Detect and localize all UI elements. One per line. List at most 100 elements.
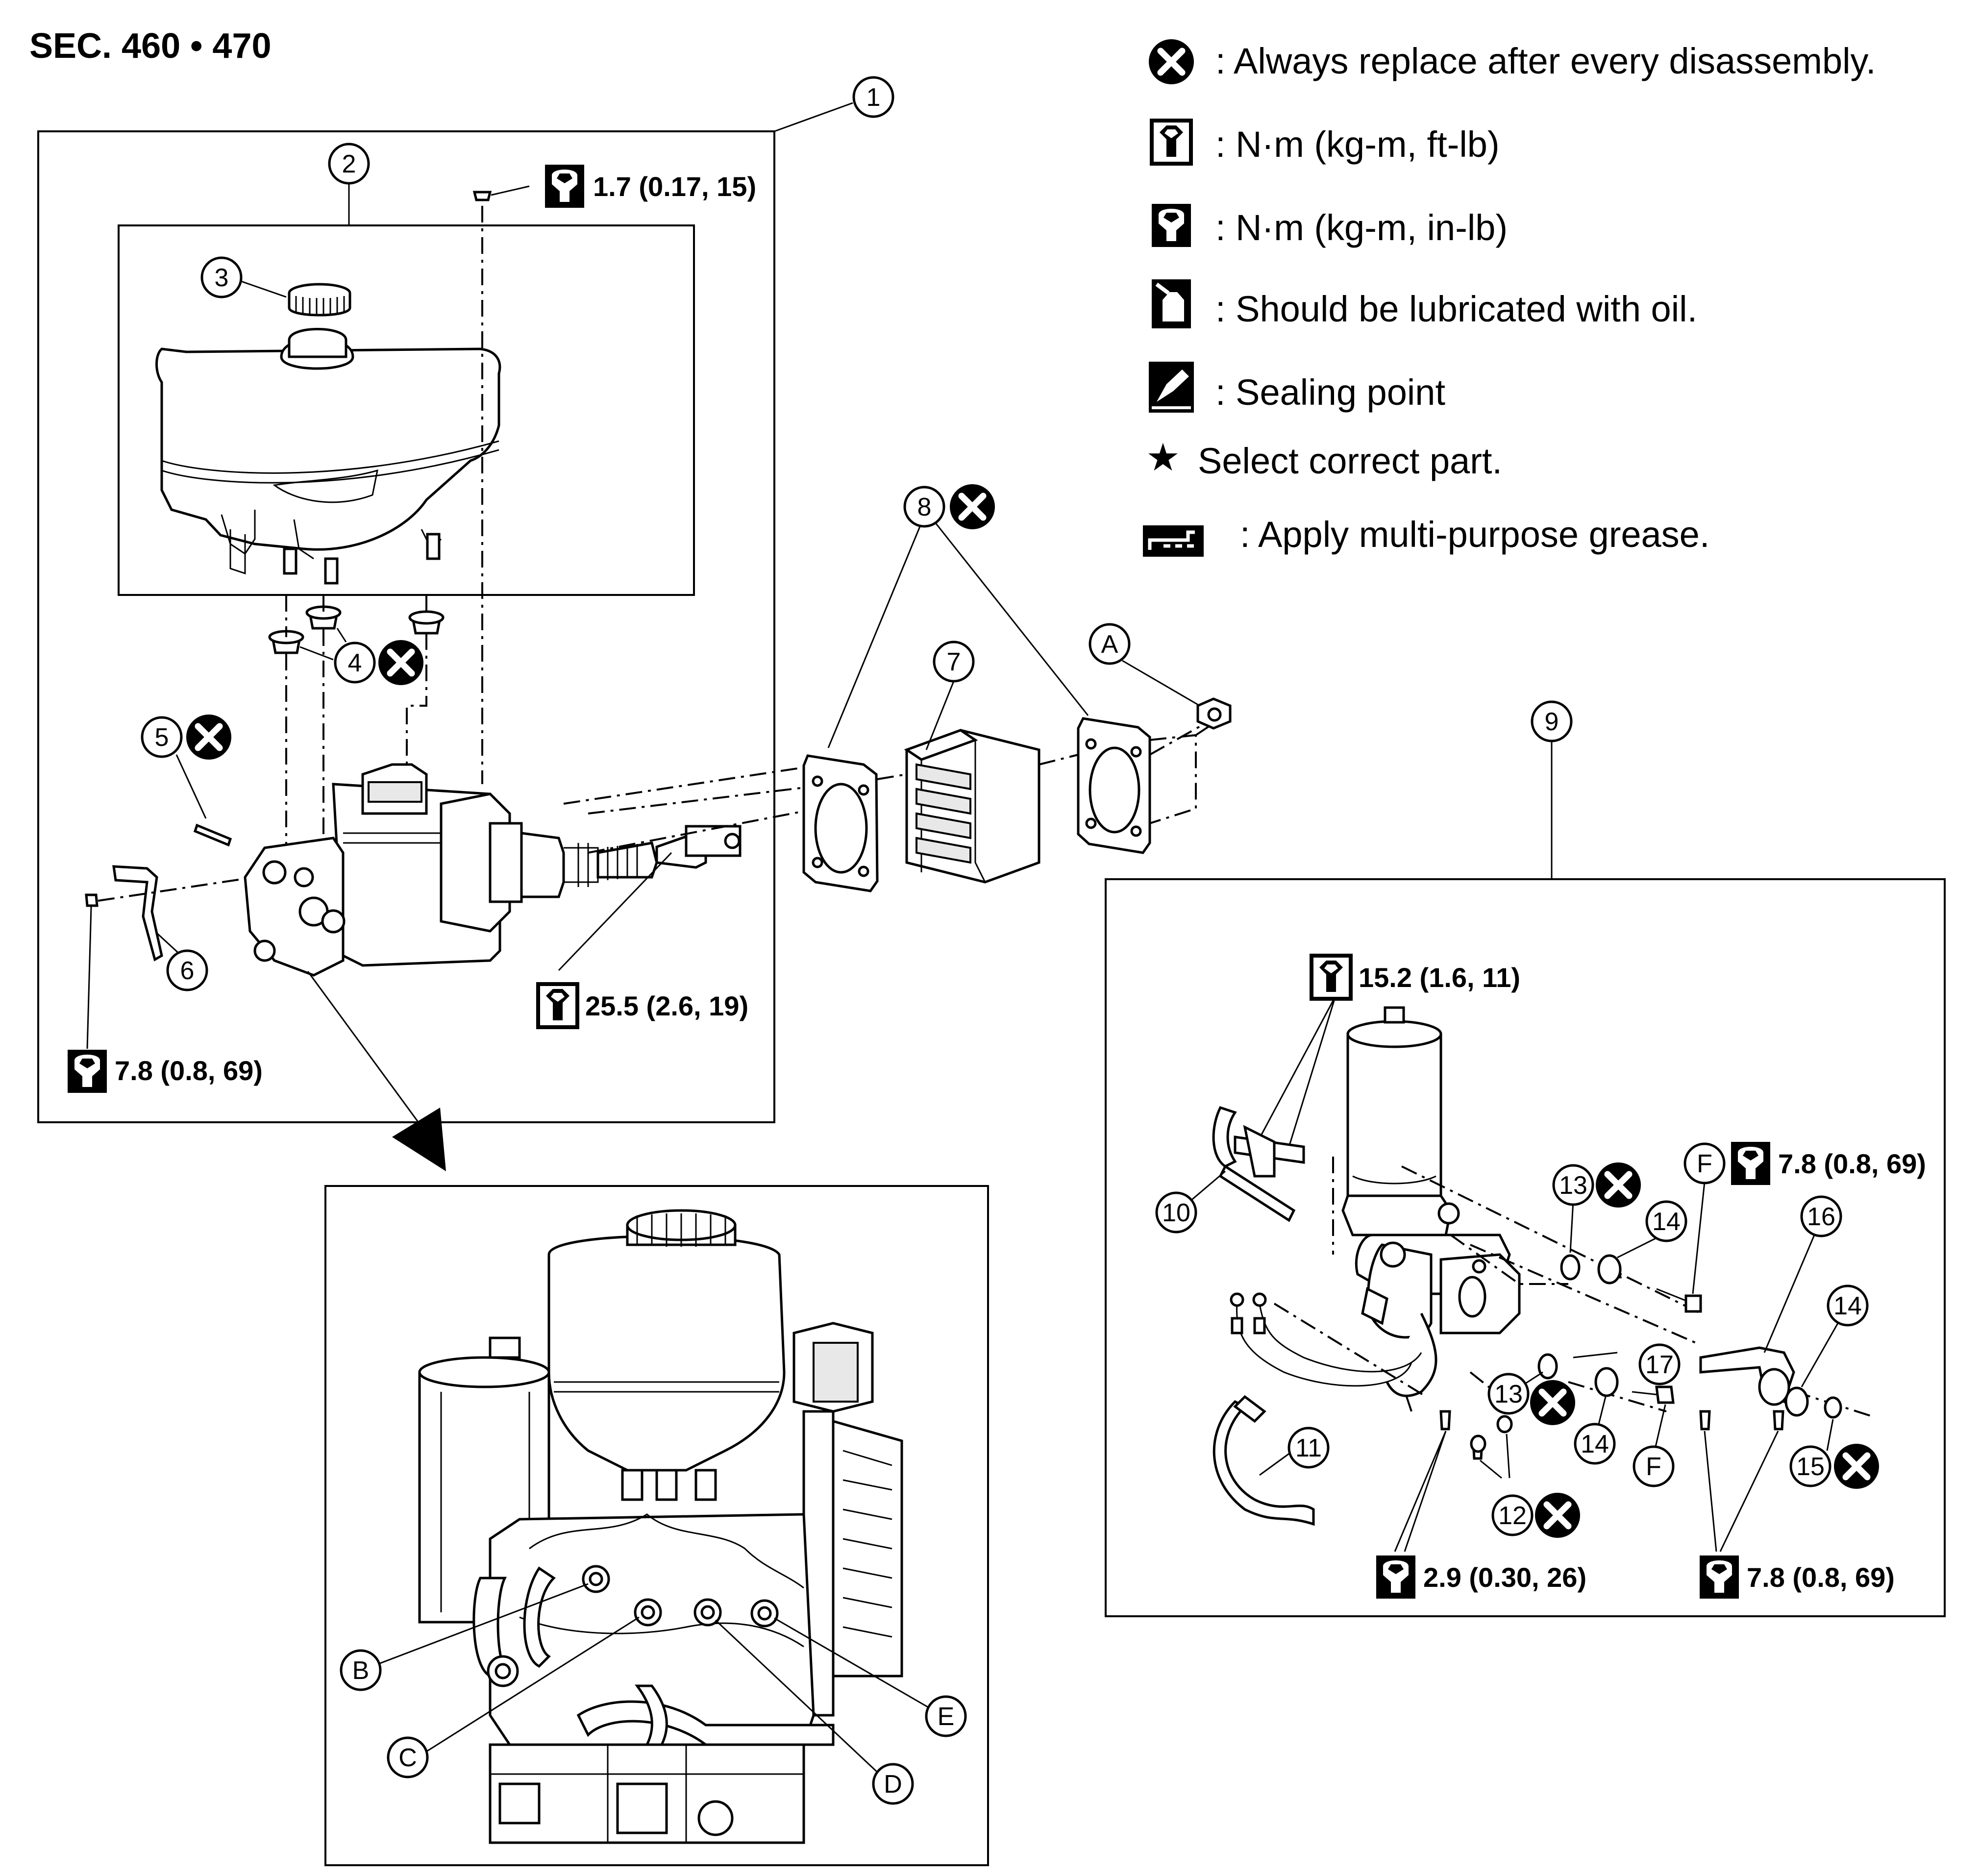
oil-can-icon bbox=[1152, 279, 1191, 328]
hose-clip bbox=[1212, 1106, 1305, 1222]
svg-text:12: 12 bbox=[1498, 1502, 1527, 1530]
callout-5: 5 bbox=[142, 717, 181, 757]
svg-text:6: 6 bbox=[180, 957, 195, 985]
svg-text:16: 16 bbox=[1807, 1203, 1835, 1231]
wrench-in-lb-icon bbox=[1700, 1555, 1739, 1599]
reservoir-bolt bbox=[472, 185, 530, 201]
svg-text:15.2 (1.6, 11): 15.2 (1.6, 11) bbox=[1359, 962, 1520, 993]
wrench-in-lb-icon bbox=[1376, 1555, 1415, 1599]
x-circle-icon bbox=[1149, 39, 1194, 84]
legend-text-replace: : Always replace after every disassembly… bbox=[1215, 41, 1876, 81]
star-icon: ★ bbox=[1146, 436, 1180, 479]
pump-motor bbox=[1341, 1006, 1521, 1397]
upper-fasteners bbox=[1560, 1254, 1702, 1313]
spacer bbox=[904, 729, 1040, 884]
gasket-rear bbox=[1077, 717, 1151, 854]
callout-13-lower: 13 bbox=[1489, 1374, 1528, 1413]
callout-17: 17 bbox=[1640, 1345, 1679, 1384]
svg-text:10: 10 bbox=[1162, 1199, 1190, 1227]
svg-text:15: 15 bbox=[1796, 1453, 1825, 1481]
callout-9: 9 bbox=[1532, 702, 1571, 741]
svg-text:A: A bbox=[1101, 630, 1118, 659]
svg-text:1: 1 bbox=[866, 83, 881, 112]
callout-7: 7 bbox=[934, 642, 973, 681]
svg-text:1.7 (0.17, 15): 1.7 (0.17, 15) bbox=[593, 171, 756, 202]
callout-15: 15 bbox=[1791, 1447, 1830, 1486]
svg-text:C: C bbox=[398, 1744, 417, 1772]
svg-text:17: 17 bbox=[1645, 1351, 1674, 1379]
svg-text:2.9 (0.30, 26): 2.9 (0.30, 26) bbox=[1423, 1562, 1586, 1593]
grease-icon bbox=[1143, 525, 1204, 557]
x-circle-icon bbox=[1596, 1162, 1641, 1208]
callout-4: 4 bbox=[335, 643, 374, 682]
sealing-point-icon bbox=[1149, 362, 1194, 413]
svg-text:25.5 (2.6, 19): 25.5 (2.6, 19) bbox=[585, 990, 748, 1021]
callout-13-upper: 13 bbox=[1554, 1165, 1593, 1205]
x-circle-icon bbox=[1834, 1444, 1879, 1489]
grommets bbox=[268, 605, 445, 654]
legend-text-ft-lb: : N·m (kg-m, ft-lb) bbox=[1215, 124, 1500, 165]
svg-text:7: 7 bbox=[947, 648, 961, 676]
callout-6: 6 bbox=[168, 951, 207, 990]
callout-16: 16 bbox=[1802, 1197, 1841, 1236]
legend-text-grease: : Apply multi-purpose grease. bbox=[1240, 514, 1709, 555]
legend-text-oil: : Should be lubricated with oil. bbox=[1215, 289, 1697, 329]
callout-F-lower: F bbox=[1634, 1447, 1673, 1486]
svg-text:4: 4 bbox=[348, 649, 362, 677]
callout-11: 11 bbox=[1289, 1428, 1328, 1467]
torque-spec-3: 7.8 (0.8, 69) bbox=[68, 1050, 263, 1093]
section-title: SEC. 460 • 470 bbox=[29, 26, 272, 66]
svg-text:B: B bbox=[352, 1656, 370, 1685]
wrench-ft-lb-icon bbox=[538, 984, 577, 1027]
x-circle-icon bbox=[186, 715, 231, 760]
svg-text:13: 13 bbox=[1494, 1380, 1523, 1408]
reservoir-frame-2 bbox=[118, 224, 695, 596]
svg-text:5: 5 bbox=[155, 723, 169, 752]
pump-frame-9 bbox=[1105, 878, 1946, 1617]
detail-frame bbox=[324, 1185, 989, 1866]
legend-text-select: Select correct part. bbox=[1198, 441, 1502, 481]
wrench-in-lb-icon bbox=[1731, 1142, 1770, 1185]
legend-text-in-lb: : N·m (kg-m, in-lb) bbox=[1215, 207, 1508, 248]
svg-text:7.8 (0.8, 69): 7.8 (0.8, 69) bbox=[115, 1055, 263, 1086]
callout-D: D bbox=[873, 1764, 913, 1803]
wrench-in-lb-icon bbox=[545, 165, 584, 208]
reservoir-cap bbox=[288, 283, 351, 317]
x-circle-icon bbox=[1530, 1380, 1575, 1425]
svg-text:F: F bbox=[1646, 1453, 1661, 1481]
wrench-in-lb-icon bbox=[1152, 204, 1191, 247]
lower-fasteners bbox=[1439, 1353, 1784, 1460]
callout-F-upper: F bbox=[1685, 1144, 1724, 1183]
torque-spec-2: 25.5 (2.6, 19) bbox=[538, 984, 748, 1027]
callout-14-right: 14 bbox=[1828, 1286, 1867, 1325]
svg-text:3: 3 bbox=[215, 264, 229, 292]
svg-text:11: 11 bbox=[1295, 1434, 1322, 1462]
wire-harness bbox=[1213, 1292, 1422, 1526]
torque-spec-1: 1.7 (0.17, 15) bbox=[545, 165, 756, 208]
torque-spec-5: 7.8 (0.8, 69) bbox=[1731, 1142, 1926, 1185]
master-cylinder-body bbox=[244, 763, 742, 977]
right-fasteners bbox=[1784, 1386, 1842, 1419]
callout-14-upper: 14 bbox=[1647, 1202, 1686, 1241]
callout-1: 1 bbox=[854, 77, 893, 117]
callout-C: C bbox=[388, 1738, 427, 1777]
x-circle-icon bbox=[950, 484, 995, 529]
callout-2: 2 bbox=[329, 144, 369, 183]
x-circle-icon bbox=[378, 640, 423, 685]
svg-text:14: 14 bbox=[1652, 1208, 1681, 1236]
torque-spec-7: 7.8 (0.8, 69) bbox=[1700, 1555, 1895, 1599]
svg-text:E: E bbox=[938, 1703, 955, 1731]
wrench-in-lb-icon bbox=[68, 1050, 107, 1093]
wrench-ft-lb-icon bbox=[1152, 121, 1191, 164]
callout-E: E bbox=[926, 1697, 965, 1736]
wrench-ft-lb-icon bbox=[1312, 956, 1351, 999]
callout-12: 12 bbox=[1493, 1496, 1532, 1535]
svg-text:F: F bbox=[1697, 1150, 1712, 1178]
callout-A: A bbox=[1090, 624, 1129, 664]
svg-text:8: 8 bbox=[917, 493, 932, 521]
torque-spec-6: 2.9 (0.30, 26) bbox=[1376, 1555, 1586, 1599]
gasket-front bbox=[802, 754, 879, 892]
svg-text:14: 14 bbox=[1581, 1430, 1609, 1458]
legend-text-sealing: : Sealing point bbox=[1215, 372, 1445, 413]
